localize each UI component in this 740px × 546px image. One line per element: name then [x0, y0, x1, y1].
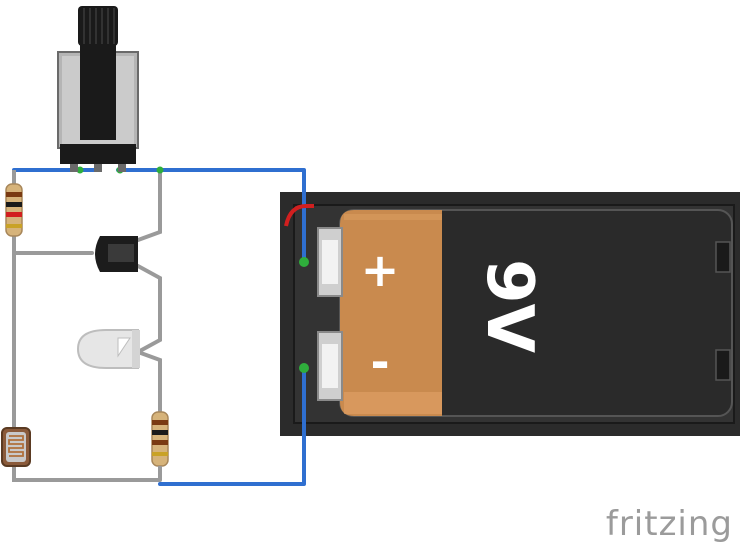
- battery-terminal-plus: [317, 227, 343, 297]
- wire-battery-red: [284, 204, 314, 227]
- wire-led-down: [136, 350, 162, 416]
- wires-gray: [12, 168, 162, 482]
- wires-blue: [12, 168, 306, 486]
- fritzing-logo: fritzing: [606, 504, 733, 544]
- led: [76, 329, 140, 369]
- battery-copper-band: [340, 210, 442, 416]
- wire-collector: [136, 168, 162, 242]
- resistor-top-left: [5, 170, 23, 237]
- photoresistor: [1, 427, 31, 467]
- battery-terminal-minus: [317, 331, 343, 401]
- wire-left-vertical: [12, 232, 162, 482]
- wire-bottom-right: [158, 368, 306, 486]
- wire-top-right: [116, 168, 306, 262]
- battery-plus-label: +: [361, 243, 400, 297]
- battery-voltage-label: 9V: [472, 259, 546, 354]
- potentiometer-shaft: [80, 40, 116, 140]
- battery-9v: + - 9V: [280, 192, 740, 436]
- transistor: [95, 236, 138, 272]
- resistor-bottom: [151, 411, 169, 480]
- battery-minus-label: -: [370, 335, 389, 389]
- wire-emitter: [136, 264, 162, 354]
- potentiometer: [57, 6, 139, 172]
